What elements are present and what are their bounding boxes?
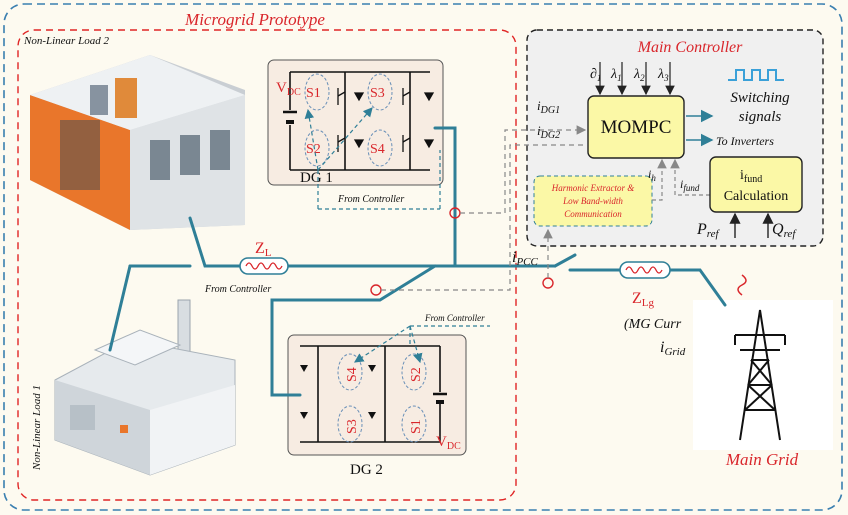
grid-title: Main Grid xyxy=(725,450,799,469)
switching-label: Switching xyxy=(730,90,790,106)
input-lambda-2: λ2 xyxy=(633,67,645,83)
dg1-s3-ring xyxy=(367,73,393,111)
ih-label: ih xyxy=(648,167,656,183)
dg1-s3-label: S3 xyxy=(370,86,385,101)
idg1-label: iDG1 xyxy=(537,98,560,116)
dg2-control-signals xyxy=(353,325,490,364)
zl-label: ZL xyxy=(255,240,272,259)
ifund-calculation-block xyxy=(709,156,803,213)
harmonic-extractor-block xyxy=(533,175,653,227)
zlg-impedance xyxy=(619,261,671,279)
dg2-s1-label: S1 xyxy=(409,419,424,434)
ac-source-icon xyxy=(737,274,747,296)
idg2-label: iDG2 xyxy=(537,123,560,141)
dg1-bridge-wiring xyxy=(283,71,430,171)
dg1-s4-ring xyxy=(367,129,393,167)
ifund-calc-label: Calculation xyxy=(724,189,789,204)
ipcc-label: iPCC xyxy=(512,249,539,268)
dg1-vdc-label: VDC xyxy=(276,80,301,98)
dg2-s4-label: S4 xyxy=(345,367,360,382)
dg2-s1-ring xyxy=(401,405,427,443)
ifund-box-label: ifund xyxy=(740,168,762,185)
load1-factory-illustration xyxy=(54,299,236,476)
load2-building-illustration xyxy=(30,55,245,230)
zlg-coil-icon xyxy=(625,266,663,274)
measurement-lines xyxy=(381,125,587,291)
dg1-s4-label: S4 xyxy=(370,142,385,157)
dg2-name: DG 2 xyxy=(350,462,383,478)
dg2-measurement-point xyxy=(370,284,382,296)
load2-label: Non-Linear Load 2 xyxy=(23,35,109,47)
dg2-s4-ring xyxy=(337,353,363,391)
dg1-switches xyxy=(337,88,435,152)
prototype-title: Microgrid Prototype xyxy=(184,10,325,29)
dg2-vdc-label: VDC xyxy=(436,434,461,452)
controller-title: Main Controller xyxy=(637,39,744,56)
dg1-from-controller: From Controller xyxy=(337,194,404,205)
mompc-label: MOMPC xyxy=(601,117,672,138)
pwm-waveform-icon xyxy=(728,69,784,81)
ifund-label: ifund xyxy=(680,177,700,193)
mg-current-label: (MG Curr xyxy=(624,317,682,332)
signals-label: signals xyxy=(739,109,782,125)
dg1-s2-ring xyxy=(304,129,330,167)
qref-label: Qref xyxy=(772,221,797,240)
dg1-s1-ring xyxy=(304,73,330,111)
igrid-label: iGrid xyxy=(660,339,686,358)
dg2-bridge-wiring xyxy=(300,345,447,443)
harmonic-line3: Communication xyxy=(564,209,622,219)
dg1-s1-label: S1 xyxy=(306,86,321,101)
zl-coil-icon xyxy=(245,262,283,270)
dg2-s3-ring xyxy=(337,405,363,443)
input-partial-1: ∂1 xyxy=(590,67,601,83)
dg1-s2-label: S2 xyxy=(306,142,321,157)
dg2-switches xyxy=(300,365,376,419)
input-lambda-1: λ1 xyxy=(610,67,622,83)
harmonic-line2: Low Band-width xyxy=(562,196,623,206)
power-bus xyxy=(108,126,727,397)
zlg-label: ZLg xyxy=(632,290,655,309)
dg1-control-signals xyxy=(304,107,441,210)
dg1-inverter-box xyxy=(267,59,444,186)
harmonic-line1: Harmonic Extractor & xyxy=(551,183,635,193)
pcc-measurement-point xyxy=(542,277,554,289)
dg2-s2-label: S2 xyxy=(409,367,424,382)
pref-label: Pref xyxy=(696,221,721,240)
mompc-block xyxy=(587,95,685,159)
feedback-lines xyxy=(652,158,710,201)
dg2-from-controller: From Controller xyxy=(424,313,485,323)
dg1-name: DG 1 xyxy=(300,170,333,186)
dg2-s3-label: S3 xyxy=(345,419,360,434)
mompc-input-arrows xyxy=(595,62,675,96)
input-lambda-3: λ3 xyxy=(657,67,669,83)
load1-label: Non-Linear Load 1 xyxy=(31,385,43,471)
zl-from-controller: From Controller xyxy=(204,284,271,295)
to-inverters-label: To Inverters xyxy=(716,134,774,148)
transmission-tower-icon xyxy=(734,309,786,441)
